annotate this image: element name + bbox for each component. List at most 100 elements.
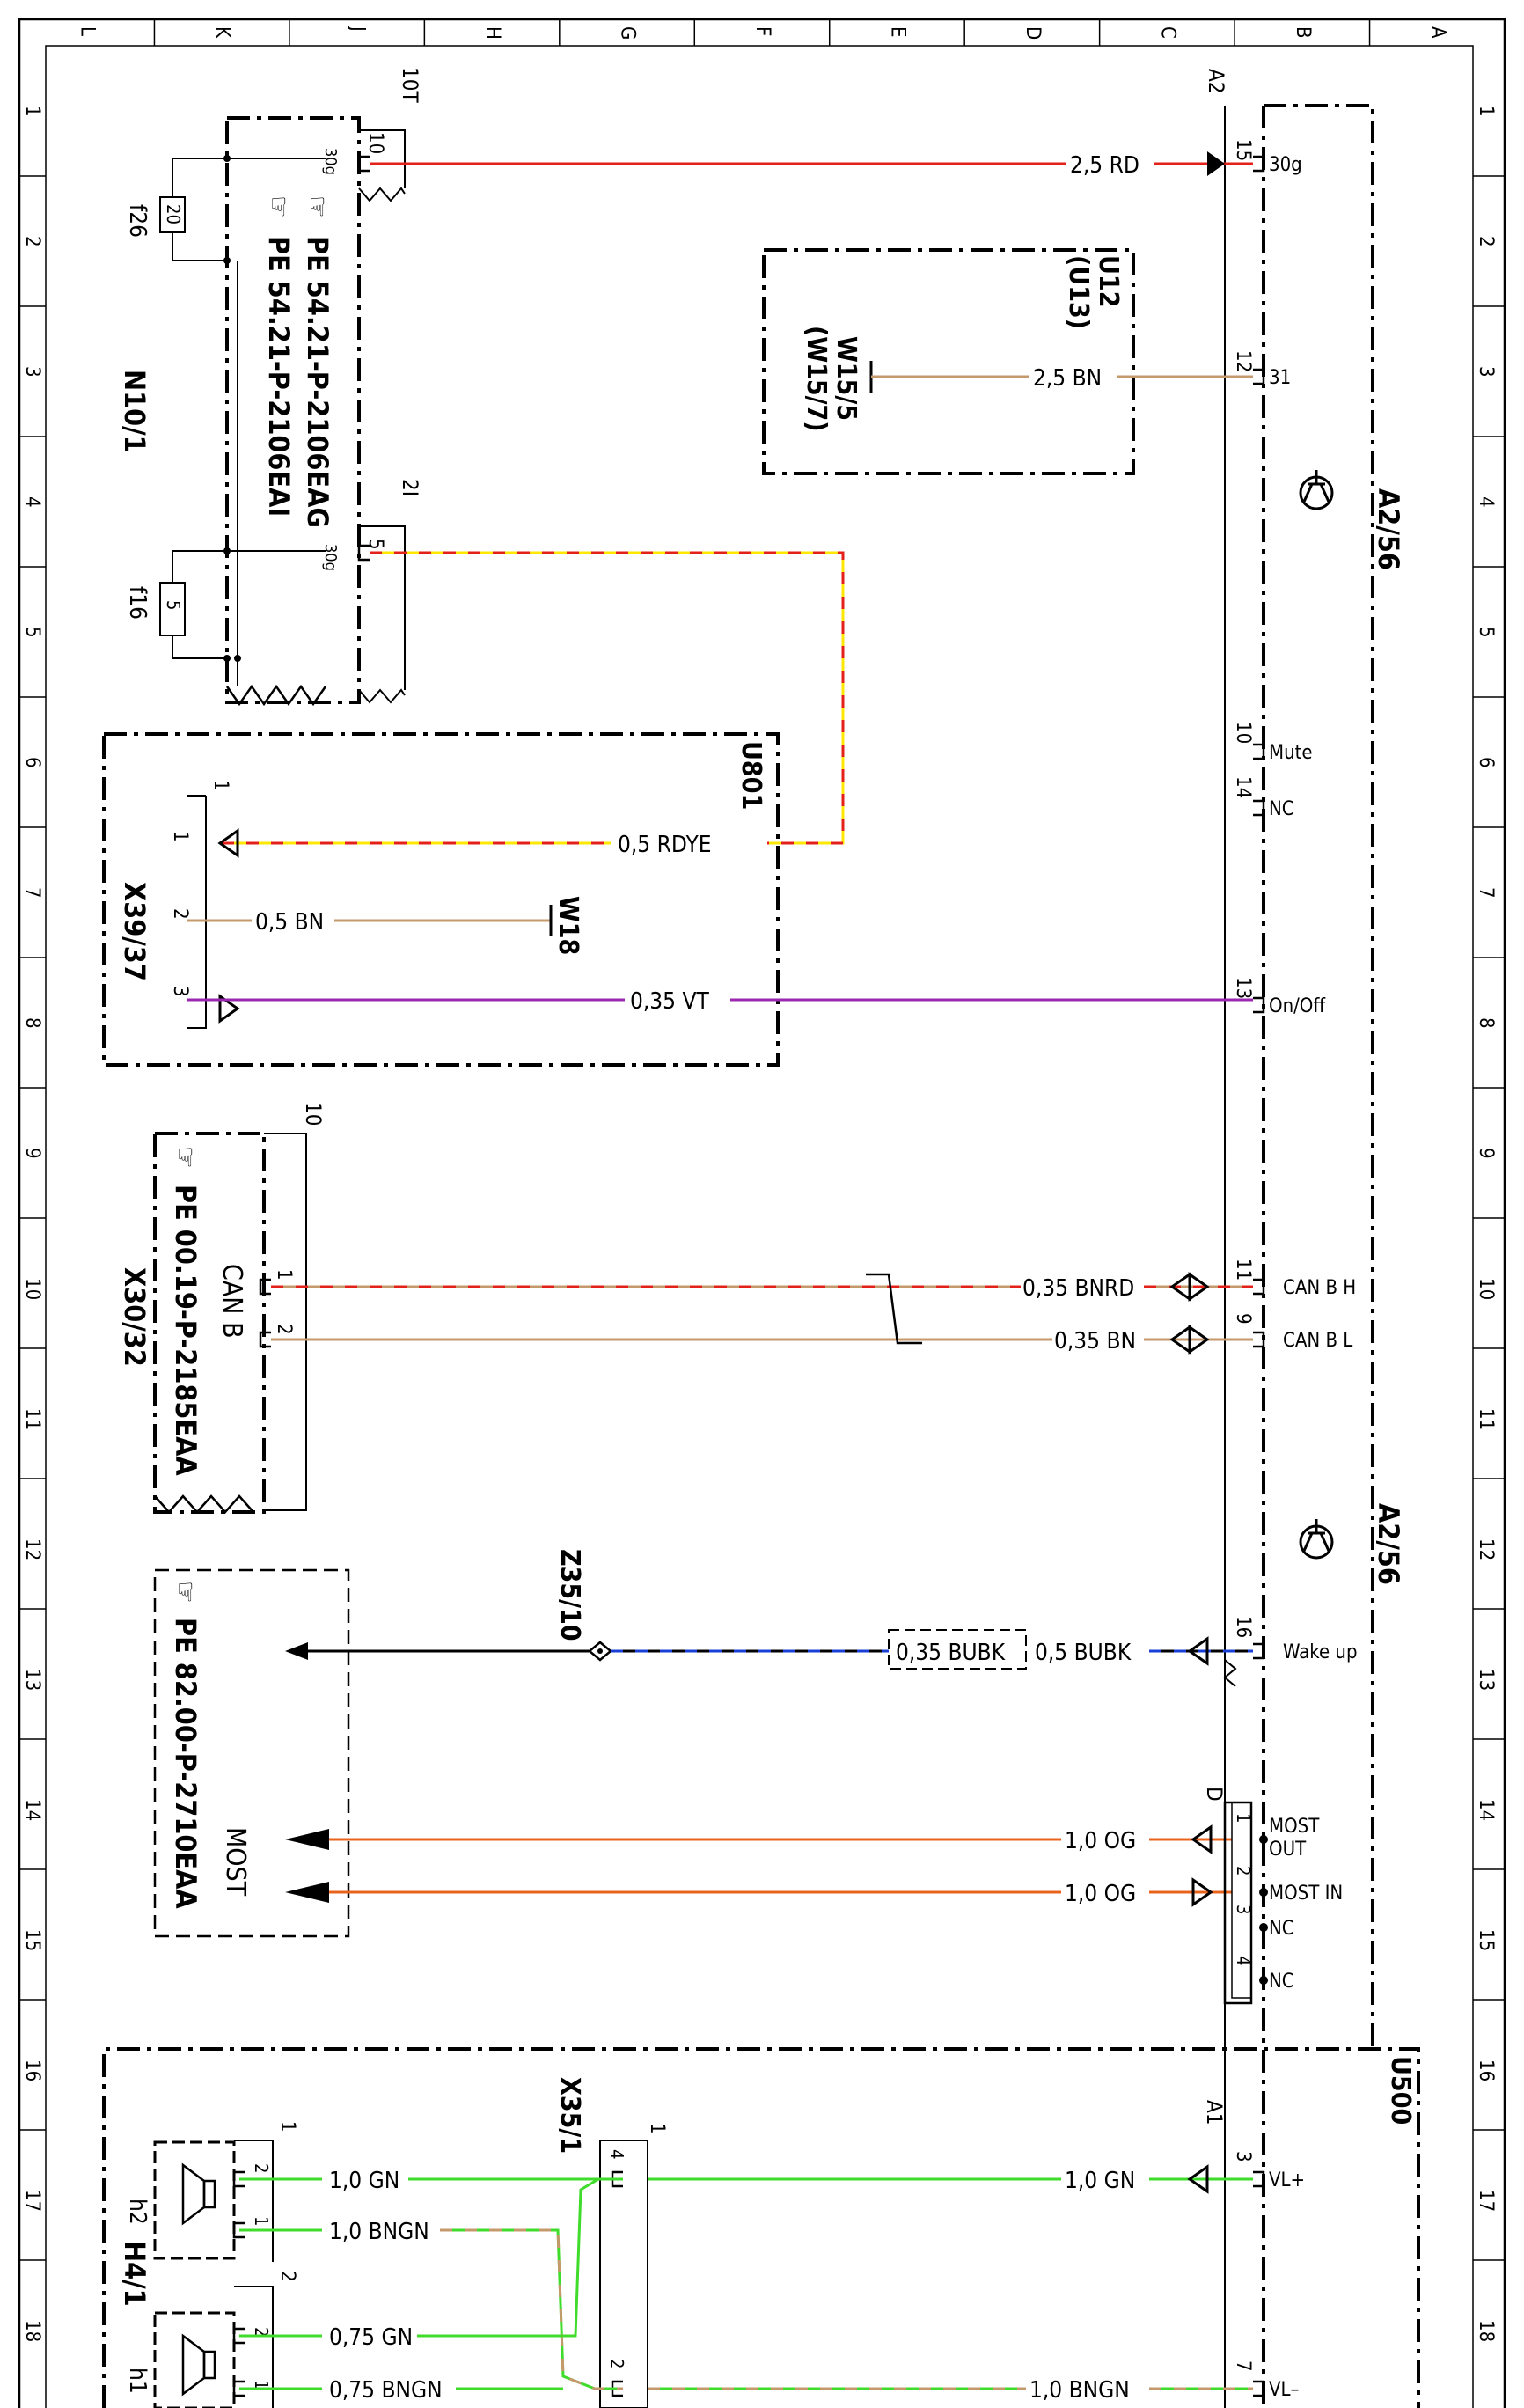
speaker-h1-box	[153, 2311, 236, 2408]
x30-32-label: X30/32	[118, 1267, 151, 1367]
pin-number: 2	[273, 1324, 295, 1335]
w15-5-label: W15/5	[831, 336, 861, 421]
row-label: 18	[1475, 2320, 1497, 2342]
pin-label-nc: NC	[1269, 798, 1294, 820]
column-label: A	[1426, 26, 1448, 39]
wire-label-0-35-vt: 0,35 VT	[630, 988, 709, 1015]
most-ref: PE 82.00-P-2710EAA	[169, 1618, 202, 1909]
pointing-hand-icon: ☞	[262, 195, 296, 218]
column-label: B	[1292, 26, 1314, 39]
arrow-left-icon	[285, 1882, 329, 1903]
connector-2i-bracket	[359, 525, 406, 690]
row-label: 9	[21, 1148, 43, 1159]
pin-number: 5	[364, 539, 386, 550]
x39-37-label: X39/37	[118, 882, 151, 981]
x30-32-box	[153, 1132, 266, 1514]
pin-label-most-out: MOST	[1269, 1816, 1320, 1838]
outer-frame	[18, 18, 1506, 2408]
row-label: 6	[21, 757, 43, 768]
w18-label: W18	[553, 896, 583, 955]
pin-label-30g-n10: 30g	[321, 544, 340, 571]
column-label: E	[886, 26, 908, 38]
a2-56-dashdot-box	[1264, 104, 1374, 2049]
wire-label-0-5-bubk: 0,5 BUBK	[1035, 1640, 1132, 1666]
pin-number: 9	[1232, 1313, 1254, 1325]
pin-number: 2	[251, 2163, 272, 2173]
wire-label-0-5-bn: 0,5 BN	[255, 909, 324, 936]
fuse-f16-value: 5	[163, 600, 184, 610]
wire-label-0-75-bngn: 0,75 BNGN	[329, 2377, 443, 2404]
n10-1-ref-1: PE 54.21-P-2106EAG	[301, 236, 334, 528]
column-label: J	[347, 25, 369, 32]
wire-label-1-0-og: 1,0 OG	[1065, 1828, 1136, 1854]
d-label: D	[1202, 1787, 1227, 1802]
row-label: 7	[21, 887, 43, 899]
junction-dot	[223, 257, 231, 264]
row-label: 14	[1475, 1799, 1497, 1821]
radio-antenna-icon	[1299, 470, 1334, 510]
pin-label-wake-up: Wake up	[1283, 1641, 1358, 1663]
inner-frame	[45, 45, 1474, 2408]
column-label: H	[481, 26, 503, 40]
row-label: 12	[21, 1538, 43, 1560]
row-label: 4	[1475, 496, 1497, 508]
fuse-f16	[159, 550, 326, 659]
pin-number: 1	[1233, 1813, 1254, 1823]
wire-1-0-bngn	[239, 2228, 623, 2390]
row-label: 14	[21, 1799, 43, 1821]
pin-label-on-off: On/Off	[1269, 995, 1326, 1017]
row-label: 15	[21, 1929, 43, 1951]
pin-label-vl-minus: VL–	[1269, 2379, 1299, 2401]
wire-label-2-5-bn: 2,5 BN	[1033, 365, 1102, 392]
row-label: 12	[1475, 1538, 1497, 1560]
pin-number: 16	[1232, 1616, 1254, 1638]
pin-label-most-in: MOST IN	[1269, 1883, 1343, 1905]
pointing-hand-icon: ☞	[169, 1581, 202, 1604]
arrow-left-icon	[1191, 1824, 1213, 1854]
pin-number: 1	[276, 2121, 298, 2133]
row-label: 8	[1475, 1017, 1497, 1029]
row-label: 9	[1475, 1148, 1497, 1159]
u801-box	[102, 732, 780, 1067]
pin-label-mute: Mute	[1269, 742, 1313, 764]
most-connector-d	[1223, 1801, 1253, 2005]
row-label: 17	[1475, 2190, 1497, 2212]
x35-1-label: X35/1	[554, 2077, 585, 2154]
wire-label-1-0-gn: 1,0 GN	[1065, 2168, 1135, 2194]
pin-number: 12	[1232, 350, 1254, 372]
pin-number: 13	[1232, 977, 1254, 999]
connector-10-label: 10	[301, 1102, 326, 1126]
column-label: F	[751, 26, 773, 36]
row-label: 2	[1475, 236, 1497, 247]
x30-32-bracket	[264, 1133, 307, 1511]
row-dividers	[19, 175, 1505, 2261]
pin-number: 10	[1232, 722, 1254, 744]
column-label: C	[1156, 26, 1178, 39]
pin-number: 2	[1233, 1866, 1254, 1876]
pin-number: 1	[251, 2216, 272, 2226]
a2-pin-stubs	[1253, 155, 1265, 2397]
pin-label-nc: NC	[1269, 1918, 1294, 1940]
splice-dot	[597, 1648, 603, 1654]
junction-dot	[223, 655, 231, 662]
speaker-icon	[181, 2162, 216, 2397]
wire-label-0-35-bubk: 0,35 BUBK	[896, 1640, 1006, 1666]
x39-37-bracket	[187, 796, 207, 1029]
pin-label-31: 31	[1269, 367, 1291, 389]
row-label: 10	[1475, 1278, 1497, 1300]
arrow-left-icon	[218, 994, 240, 1024]
pin-number: 2	[606, 2359, 627, 2368]
h2-label: h2	[124, 2199, 150, 2225]
u12-label: U12	[1093, 255, 1124, 307]
a2-56-label-top: A2/56	[1372, 488, 1405, 570]
arrow-left-icon	[285, 1829, 329, 1850]
row-label: 3	[1475, 366, 1497, 378]
junction-dot	[234, 655, 241, 662]
column-label: G	[617, 26, 639, 40]
arrow-left-icon	[285, 1642, 308, 1660]
h4-1-label: H4/1	[118, 2241, 151, 2307]
pin-number: 10	[364, 132, 386, 154]
wire-label-1-0-bngn: 1,0 BNGN	[1029, 2377, 1130, 2404]
